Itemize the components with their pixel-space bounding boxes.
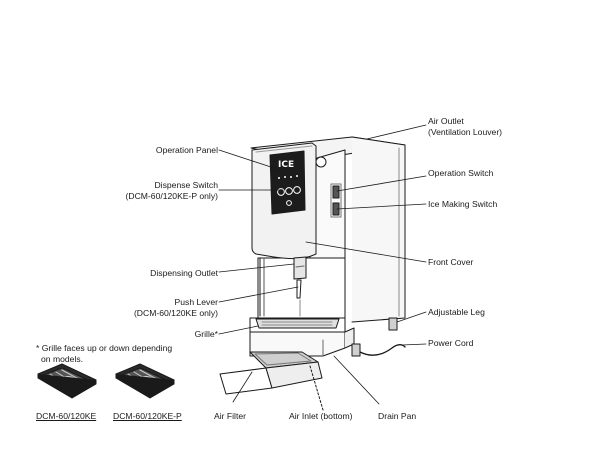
- push-lever-label-line2: (DCM-60/120KE only): [133, 307, 218, 318]
- operation-switch-label: Operation Switch: [428, 168, 494, 178]
- power-cord-label: Power Cord: [428, 338, 474, 348]
- dispensing-outlet: [293, 256, 307, 280]
- air-outlet-label: Air Outlet (Ventilation Louver): [428, 116, 502, 137]
- power-cord: [359, 344, 406, 356]
- air-outlet-label-line2: (Ventilation Louver): [428, 126, 503, 137]
- dispense-switch-label: Dispense Switch (DCM-60/120KE-P only): [126, 180, 219, 201]
- push-lever-label: Push Lever (DCM-60/120KE only): [134, 297, 218, 318]
- air-inlet-arrow: [309, 365, 324, 411]
- air-inlet-label: Air Inlet (bottom): [289, 411, 353, 421]
- dispense-switch-label-line1: Dispense Switch: [154, 180, 218, 190]
- air-outlet-label-line1: Air Outlet: [428, 116, 464, 126]
- grille-label: Grille*: [194, 329, 218, 339]
- leader-lines: [218, 124, 427, 405]
- operation-panel: [269, 150, 306, 215]
- adjustable-leg: [388, 317, 398, 331]
- drain-pan-label: Drain Pan: [378, 411, 417, 421]
- push-lever-label-line1: Push Lever: [174, 297, 218, 307]
- cabinet: ICE: [249, 136, 406, 357]
- dispense-switch-label-line2: (DCM-60/120KE-P only): [125, 190, 219, 201]
- operation-panel-label: Operation Panel: [155, 145, 218, 155]
- grille-note-line1: * Grille faces up or down depending: [36, 343, 173, 353]
- model-ke-caption: DCM-60/120KE: [36, 411, 97, 421]
- grille-illustration-ke-p: [115, 363, 175, 399]
- adjustable-leg-label: Adjustable Leg: [428, 307, 485, 317]
- model-ke-p-caption: DCM-60/120KE-P: [113, 411, 182, 421]
- panel-ice-text: ICE: [278, 160, 294, 170]
- ice-making-switch-label: Ice Making Switch: [428, 199, 498, 209]
- grille-note-line2: on models.: [41, 353, 84, 364]
- air-filter-part: [219, 351, 323, 395]
- grille-illustration-ke: [37, 363, 97, 399]
- dispense-switch: [277, 186, 301, 196]
- push-lever: [296, 279, 302, 299]
- dispensing-outlet-label: Dispensing Outlet: [150, 268, 218, 278]
- operation-switch-knob: [315, 156, 327, 168]
- air-filter-label: Air Filter: [214, 411, 246, 421]
- grille-note: * Grille faces up or down depending on m…: [36, 343, 172, 364]
- operation-switch: [332, 185, 340, 199]
- front-cover-label: Front Cover: [428, 257, 474, 267]
